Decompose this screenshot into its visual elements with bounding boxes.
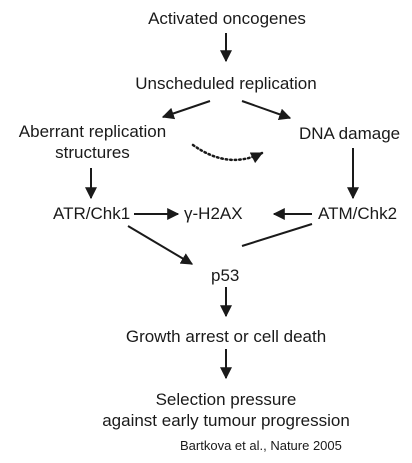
dotted-arrow-aberrant-to-dna-damage bbox=[191, 143, 264, 164]
node-aberrant-replication-structures: Aberrant replication structures bbox=[0, 121, 185, 163]
node-dna-damage: DNA damage bbox=[299, 124, 401, 143]
node-growth-arrest: Growth arrest or cell death bbox=[125, 327, 327, 346]
arrow-replication-to-aberrant bbox=[161, 100, 211, 120]
node-selection-pressure: Selection pressure against early tumour … bbox=[76, 389, 376, 431]
node-unscheduled-replication: Unscheduled replication bbox=[135, 74, 317, 93]
node-gamma-h2ax: γ-H2AX bbox=[184, 204, 243, 223]
citation: Bartkova et al., Nature 2005 bbox=[180, 438, 342, 453]
arrow-replication-to-dna-damage bbox=[241, 100, 292, 121]
selection-line-2: against early tumour progression bbox=[102, 411, 350, 430]
selection-line-1: Selection pressure bbox=[155, 390, 297, 409]
node-atm-chk2: ATM/Chk2 bbox=[318, 204, 398, 223]
aberrant-line-2: structures bbox=[55, 143, 130, 162]
arrow-atm-chk2-to-p53 bbox=[241, 223, 313, 247]
node-atr-chk1: ATR/Chk1 bbox=[53, 204, 131, 223]
aberrant-line-1: Aberrant replication bbox=[18, 122, 167, 141]
arrow-atr-chk1-to-p53 bbox=[127, 225, 194, 265]
node-p53: p53 bbox=[211, 266, 240, 285]
node-activated-oncogenes: Activated oncogenes bbox=[148, 9, 306, 28]
